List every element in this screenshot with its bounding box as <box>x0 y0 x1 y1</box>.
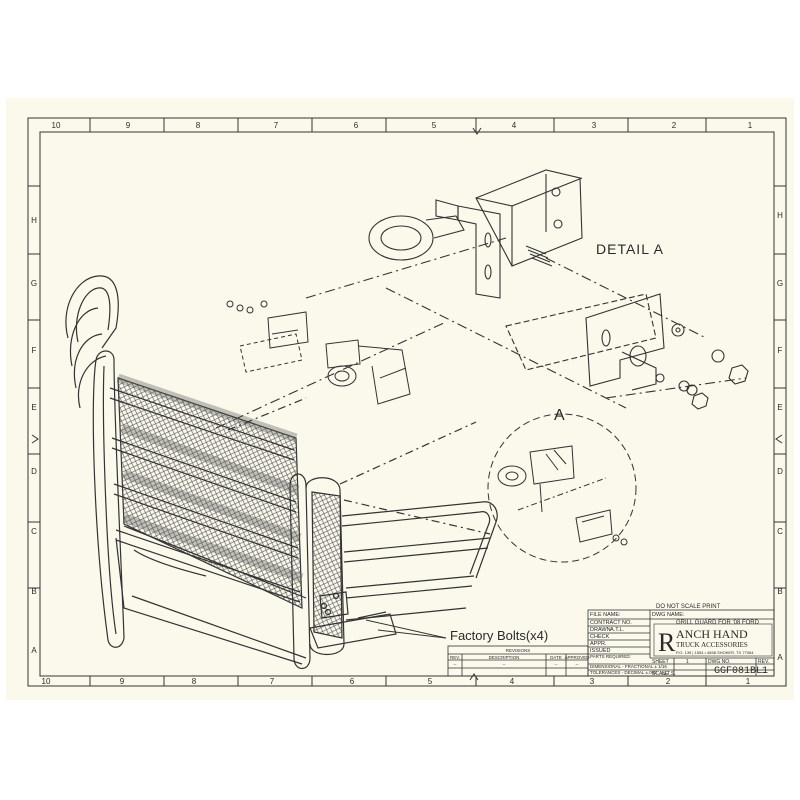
revisions-header: DESCRIPTION <box>489 655 520 660</box>
appr-label: APPR. <box>590 641 607 647</box>
center-arrow-right <box>775 434 783 444</box>
border-letter: B <box>777 587 782 596</box>
drawn-value: A.T.L. <box>610 627 625 633</box>
detail-a-assembly <box>215 169 749 429</box>
scale-value: N.T.S. <box>662 671 676 677</box>
border-number: 5 <box>432 121 437 130</box>
title-block <box>447 609 775 677</box>
border-number: 2 <box>672 121 677 130</box>
border-letter: E <box>777 403 782 412</box>
revisions-header: APPROVED <box>564 655 590 660</box>
logo-address: P.O. 139 | 1554 • 4658 SHOKER, TX 77064 <box>676 650 754 655</box>
inner-frame <box>39 131 775 677</box>
border-letter: E <box>31 403 36 412</box>
zone-ticks <box>28 118 786 686</box>
center-arrow-left <box>31 434 39 444</box>
sheet-label: SHEET <box>652 659 669 665</box>
border-letter: H <box>777 211 783 220</box>
factory-bolts-leader <box>365 619 447 639</box>
border-letter: F <box>778 346 783 355</box>
company-logo: R ANCH HAND TRUCK ACCESSORIES P.O. 139 |… <box>653 623 773 657</box>
logo-letter: R <box>658 628 676 657</box>
border-number: 8 <box>196 121 201 130</box>
border-number: 3 <box>590 677 595 686</box>
grill-guard <box>65 275 498 670</box>
detail-a-callout <box>487 413 637 563</box>
border-letter: D <box>777 467 783 476</box>
center-arrow-bottom <box>469 673 479 681</box>
revisions-cell: -- <box>454 662 457 667</box>
revisions-title: REVISIONS <box>506 648 531 653</box>
factory-bolts-leader <box>377 629 447 639</box>
check-label: CHECK <box>590 634 610 640</box>
border-number: 7 <box>274 121 279 130</box>
border-number: 2 <box>666 677 671 686</box>
border-number: 1 <box>748 121 753 130</box>
dwg-no-label: DWG NO. <box>708 659 731 665</box>
dim-fraction: DIMENSIONAL - FRACTIONAL ± 1/16 <box>590 664 667 669</box>
border-number: 1 <box>746 677 751 686</box>
logo-sub: TRUCK ACCESSORIES <box>676 641 748 649</box>
border-number: 9 <box>120 677 125 686</box>
border-letter: D <box>31 467 37 476</box>
mid-bracket-assembly <box>226 300 411 405</box>
revisions-cell: -- <box>555 662 558 667</box>
border-letter: B <box>31 587 36 596</box>
drawing-sheet: 10 9 8 7 6 5 4 3 2 1 10 9 8 7 6 5 4 3 2 … <box>6 98 794 700</box>
border-letter: G <box>31 279 37 288</box>
do-not-scale-text: DO NOT SCALE PRINT <box>656 604 721 610</box>
tol-decimal: TOLERANCES - DECIMAL ±.005 <box>590 670 657 675</box>
drawn-label: DRAWN <box>590 627 611 633</box>
border-letter: G <box>777 279 783 288</box>
center-arrow-top <box>472 127 482 135</box>
border-number: 3 <box>592 121 597 130</box>
detail-a-label: DETAIL A <box>596 241 664 257</box>
rev-value: -- <box>761 670 765 676</box>
border-letter: A <box>31 646 37 655</box>
issued-label: ISSUED <box>590 648 611 654</box>
border-number: 6 <box>354 121 359 130</box>
border-number: 10 <box>42 677 51 686</box>
revisions-cell: -- <box>503 662 506 667</box>
outer-frame <box>27 117 787 687</box>
border-number: 4 <box>512 121 517 130</box>
contract-label: CONTRACT NO. <box>590 620 632 626</box>
border-number: 4 <box>510 677 515 686</box>
circle-a-label: A <box>554 407 565 424</box>
border-number: 10 <box>52 121 61 130</box>
factory-bolts-label: Factory Bolts(x4) <box>450 628 548 643</box>
border-letter: H <box>31 216 37 225</box>
border-number: 8 <box>192 677 197 686</box>
file-name-label: FILE NAME: <box>590 612 621 618</box>
technical-drawing: 10 9 8 7 6 5 4 3 2 1 10 9 8 7 6 5 4 3 2 … <box>27 117 787 687</box>
revisions-header: DATE <box>550 655 562 660</box>
dwg-name-value: GRILL GUARD FOR '08 FORD <box>676 620 760 626</box>
border-letter: A <box>777 653 783 662</box>
border-number: 7 <box>270 677 275 686</box>
scale-label: SCALE <box>652 671 669 677</box>
logo-name: ANCH HAND <box>676 627 748 641</box>
sheet-value: 1 <box>686 659 689 665</box>
border-letter: C <box>777 527 783 536</box>
dwg-no-value: GGF081BL1 <box>714 666 768 677</box>
revisions-header: REV. <box>450 655 460 660</box>
dwg-name-label: DWG NAME: <box>652 612 685 618</box>
border-letter: F <box>32 346 37 355</box>
border-number: 5 <box>428 677 433 686</box>
parts-label: PARTS REQUIRED: <box>590 654 631 659</box>
border-number: 6 <box>350 677 355 686</box>
rev-label: REV. <box>758 659 769 665</box>
revisions-cell: -- <box>576 662 579 667</box>
border-letter: C <box>31 527 37 536</box>
border-number: 9 <box>126 121 131 130</box>
